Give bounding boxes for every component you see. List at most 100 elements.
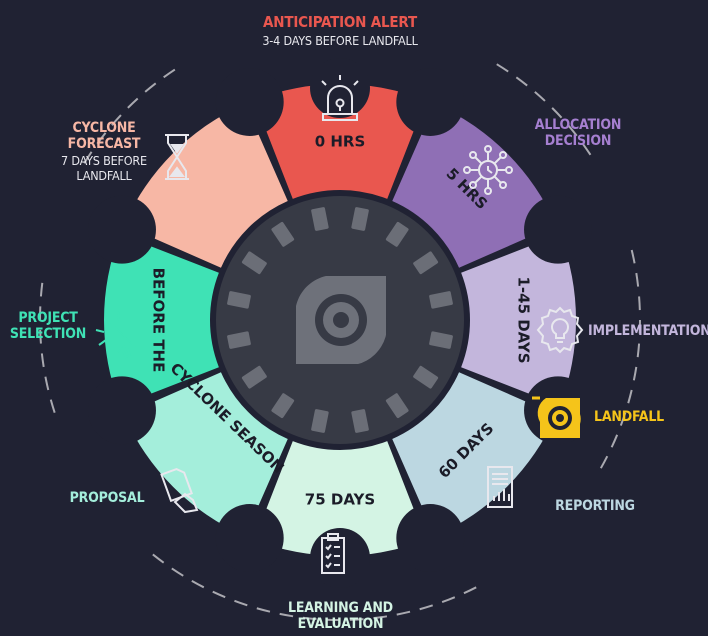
dashed-ring-segment — [463, 586, 477, 595]
tick-mark — [271, 393, 295, 419]
dashed-ring-segment — [279, 612, 294, 618]
anticipation-alert-label: ANTICIPATION ALERT 3-4 DAYS BEFORE LANDF… — [234, 13, 446, 49]
dashed-ring-segment — [496, 63, 509, 73]
icon-notch — [87, 195, 156, 264]
center-cyclone-cut — [294, 274, 344, 324]
icon-notch — [524, 195, 593, 264]
dashed-ring-segment — [127, 97, 139, 109]
dashed-ring-segment — [419, 604, 434, 611]
icon-notch — [396, 504, 465, 573]
dashed-ring-segment — [234, 599, 248, 607]
segment-4 — [392, 372, 557, 537]
icon-notch — [310, 58, 370, 118]
landfall-label: LANDFALL — [594, 409, 664, 425]
allocation-decision-label: ALLOCATION DECISION — [534, 117, 622, 150]
dashed-ring-segment — [212, 590, 226, 599]
tick-mark — [385, 393, 409, 419]
dashed-ring-segment — [171, 567, 184, 577]
segment-3 — [461, 234, 577, 406]
dashed-ring-segment — [111, 114, 122, 126]
segment-2 — [392, 103, 557, 268]
icon-notch — [87, 376, 156, 445]
segment-1 — [254, 83, 426, 199]
dashed-ring-segment — [49, 399, 56, 414]
siren-icon — [321, 75, 359, 121]
segment-label-5: 75 DAYS — [305, 491, 375, 509]
dashed-ring-segment — [40, 353, 45, 368]
dashed-ring-segment — [515, 76, 528, 87]
cyclone-forecast-title: CYCLONE FORECAST — [67, 120, 141, 153]
dashed-ring-segment — [581, 143, 592, 156]
tick-mark — [311, 207, 329, 231]
dashed-ring-segment — [144, 82, 157, 93]
segment-label-3: 1-45 DAYS — [515, 276, 533, 363]
tick-mark — [351, 207, 369, 231]
reporting-label: REPORTING — [555, 498, 635, 514]
segment-5 — [254, 441, 426, 557]
learning-evaluation-label: LEARNING AND EVALUATION — [288, 600, 393, 633]
tick-mark — [351, 409, 369, 433]
center-cyclone-eye — [333, 312, 349, 328]
dashed-ring-segment — [44, 376, 50, 391]
implementation-label: IMPLEMENTATION — [588, 323, 708, 339]
dashed-ring-segment — [630, 249, 636, 264]
segment-7 — [103, 234, 219, 406]
dashed-ring-segment — [627, 389, 633, 404]
dashed-ring-segment — [96, 132, 107, 145]
dashed-ring-segment — [567, 124, 578, 137]
tick-mark — [241, 365, 267, 389]
network-icon — [463, 145, 513, 195]
dashed-ring-segment — [551, 107, 563, 119]
dashed-outer-ring — [39, 63, 641, 621]
dashed-ring-segment — [610, 434, 619, 448]
cursor-click-icon — [95, 311, 137, 359]
dashed-ring-segment — [83, 151, 93, 164]
icon-notch — [215, 67, 284, 136]
anticipation-alert-subtitle: 3-4 DAYS BEFORE LANDFALL — [262, 33, 418, 49]
tick-mark — [385, 221, 409, 247]
document-hand-icon — [160, 467, 199, 514]
dashed-ring-segment — [191, 579, 205, 589]
hourglass-icon — [165, 134, 189, 180]
cyclone-forecast-label: CYCLONE FORECAST 7 DAYS BEFORE LANDFALL — [52, 120, 156, 183]
cyclone-forecast-subtitle: 7 DAYS BEFORE LANDFALL — [61, 153, 147, 183]
segment-8 — [123, 103, 288, 268]
dashed-ring-segment — [163, 68, 176, 79]
segment-label-1: 0 HRS — [315, 133, 366, 151]
dashed-ring-segment — [39, 282, 44, 297]
tick-mark — [311, 409, 329, 433]
tick-mark — [429, 331, 453, 349]
tick-mark — [413, 251, 439, 275]
dashed-ring-segment — [632, 366, 638, 381]
anticipation-alert-title: ANTICIPATION ALERT — [263, 13, 417, 31]
tick-mark — [413, 365, 439, 389]
segment-label-7: BEFORE THE — [150, 268, 168, 373]
icon-notch — [396, 67, 465, 136]
dashed-ring-segment — [619, 412, 627, 426]
dashed-ring-segment — [396, 610, 411, 616]
dashed-ring-segment — [599, 455, 609, 469]
dashed-ring-segment — [636, 343, 641, 358]
tick-mark — [271, 221, 295, 247]
project-selection-label: PROJECT SELECTION — [9, 310, 87, 343]
dashed-ring-segment — [39, 329, 42, 344]
tick-mark — [241, 251, 267, 275]
report-icon — [487, 466, 513, 508]
dashed-ring-segment — [534, 91, 546, 102]
dashed-ring-segment — [441, 596, 456, 604]
icon-notch — [215, 504, 284, 573]
dashed-ring-segment — [152, 553, 165, 564]
center-cyclone-icon — [294, 274, 388, 366]
checklist-icon — [321, 533, 345, 574]
dashed-ring-segment — [635, 272, 640, 287]
segment-ring — [87, 58, 593, 588]
dashed-ring-segment — [302, 616, 317, 621]
tick-mark — [429, 291, 453, 309]
dashed-ring-segment — [256, 607, 271, 613]
center-cyclone-cut — [336, 316, 388, 366]
tick-mark — [227, 291, 251, 309]
dashed-ring-segment — [638, 296, 641, 311]
gear-bulb-icon — [536, 306, 584, 354]
tick-mark — [227, 331, 251, 349]
